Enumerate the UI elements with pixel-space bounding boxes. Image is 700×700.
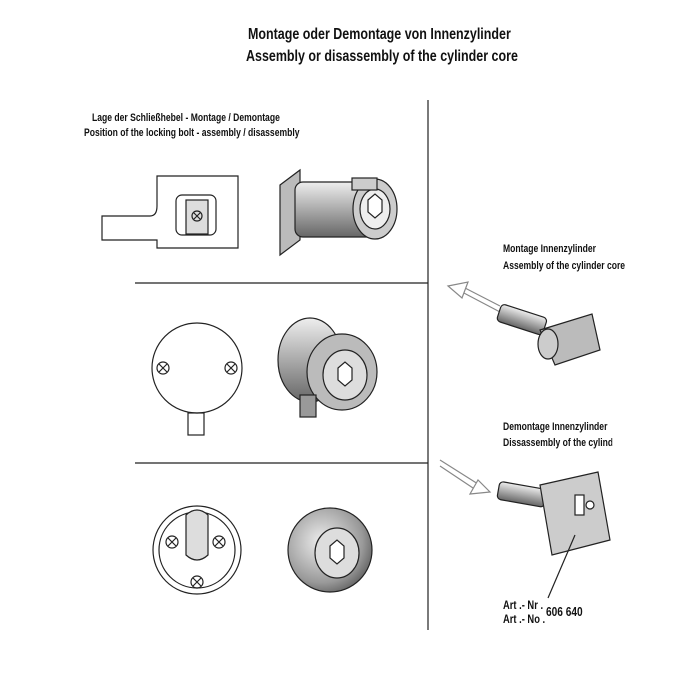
title-english: Assembly or disassembly of the cylinder … — [246, 48, 518, 65]
arrow-in-icon — [439, 459, 492, 495]
screw-icon — [191, 210, 203, 222]
round-lock-slot-outline — [152, 505, 242, 595]
art-nr-label: Art .- Nr . — [503, 598, 544, 612]
disassembly-label-english: Dissassembly of the cylinder core — [503, 437, 613, 449]
locking-bolt-label-german: Lage der Schließhebel - Montage / Demont… — [92, 112, 280, 124]
assembly-label-english: Assembly of the cylinder core — [503, 260, 626, 272]
locking-bolt-label-english: Position of the locking bolt - assembly … — [84, 127, 300, 139]
disassembly-label-german: Demontage Innenzylinder — [503, 421, 608, 433]
square-lock-3d — [279, 168, 398, 257]
art-no-label: Art .- No . — [503, 612, 546, 626]
arrow-out-icon — [446, 281, 501, 313]
square-lock-outline — [101, 175, 239, 249]
cylinder-with-key-disassembly — [496, 471, 611, 599]
assembly-label-german: Montage Innenzylinder — [503, 243, 596, 255]
article-number: 606 640 — [546, 604, 583, 619]
title-german: Montage oder Demontage von Innenzylinder — [248, 26, 511, 43]
round-lock-3d — [277, 317, 378, 418]
round-lock-outline — [151, 322, 243, 436]
knob-lock-3d — [287, 507, 373, 593]
cylinder-with-key-assembly — [496, 304, 601, 366]
